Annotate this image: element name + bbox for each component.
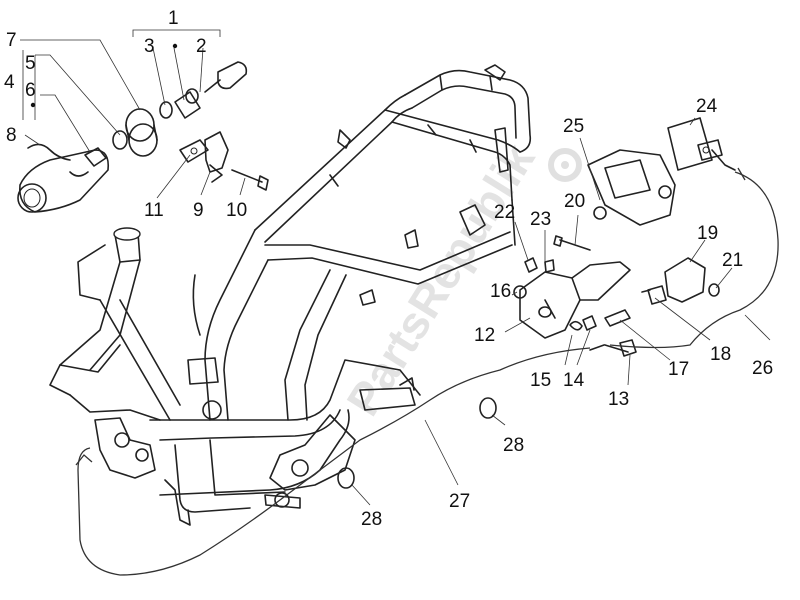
part-14-spring (582, 315, 597, 331)
part-7-lock-cylinder (125, 108, 158, 157)
label-24: 24 (696, 96, 718, 117)
part-2-key (204, 61, 248, 93)
part-22-screw (524, 257, 538, 273)
part-28-clip-a (479, 397, 497, 419)
part-5-ring (112, 130, 128, 150)
label-15: 15 (530, 370, 551, 391)
label-20: 20 (564, 191, 585, 212)
part-17-pin (604, 309, 631, 327)
scooter-frame (49, 64, 532, 526)
label-22: 22 (494, 202, 515, 223)
part-12-seat-lock (519, 261, 631, 339)
part-16-nut (513, 285, 527, 299)
part-23-nut (544, 259, 555, 273)
part-24-hinge (667, 117, 736, 171)
label-10: 10 (226, 200, 247, 221)
callout-labels: 1 2 3 4 5 6 7 8 9 10 11 12 13 14 15 16 1… (4, 8, 773, 530)
part-10-bolt (231, 169, 269, 191)
label-27: 27 (449, 491, 470, 512)
label-25: 25 (563, 116, 584, 137)
label-26: 26 (752, 358, 773, 379)
label-2: 2 (196, 36, 207, 57)
label-5: 5 (25, 53, 36, 74)
part-13-pin (589, 339, 637, 357)
label-23: 23 (530, 209, 551, 230)
label-4-dot (30, 102, 36, 108)
watermark-gear-icon (548, 148, 582, 182)
watermark: PartsRepublik (336, 134, 544, 424)
part-27-cable (75, 347, 591, 576)
label-6: 6 (25, 80, 36, 101)
label-3: 3 (144, 36, 155, 57)
label-11: 11 (144, 200, 164, 221)
watermark-text: PartsRepublik (336, 134, 544, 424)
part-18-connector (641, 289, 651, 293)
part-21-nut (708, 283, 720, 297)
part-1-lock-barrel (174, 88, 201, 119)
part-19-actuator (647, 257, 706, 305)
part-15-clip (569, 320, 583, 331)
label-7: 7 (6, 30, 17, 51)
part-8-spring-clip (27, 143, 71, 161)
label-1: 1 (168, 8, 179, 29)
label-21: 21 (722, 250, 743, 271)
label-4: 4 (4, 72, 15, 93)
part-3-washer (159, 101, 173, 119)
part-11-latch (179, 139, 209, 163)
label-1-dot (172, 43, 178, 49)
label-12: 12 (474, 325, 495, 346)
label-14: 14 (563, 370, 585, 391)
part-26-cable (609, 167, 779, 349)
label-16: 16 (490, 281, 511, 302)
part-20-bolt (553, 235, 591, 251)
part-lock-housing (17, 149, 110, 213)
part-25-bracket (587, 149, 676, 226)
part-28-clip-b (337, 467, 355, 489)
label-13: 13 (608, 389, 629, 410)
label-18: 18 (710, 344, 731, 365)
label-19: 19 (697, 223, 718, 244)
label-8: 8 (6, 125, 17, 146)
label-28-b: 28 (361, 509, 382, 530)
part-6-pin (84, 147, 107, 167)
leader-lines (20, 29, 771, 506)
part-9-bracket (204, 131, 229, 183)
label-9: 9 (193, 200, 204, 221)
label-28-a: 28 (503, 435, 524, 456)
label-17: 17 (668, 359, 689, 380)
